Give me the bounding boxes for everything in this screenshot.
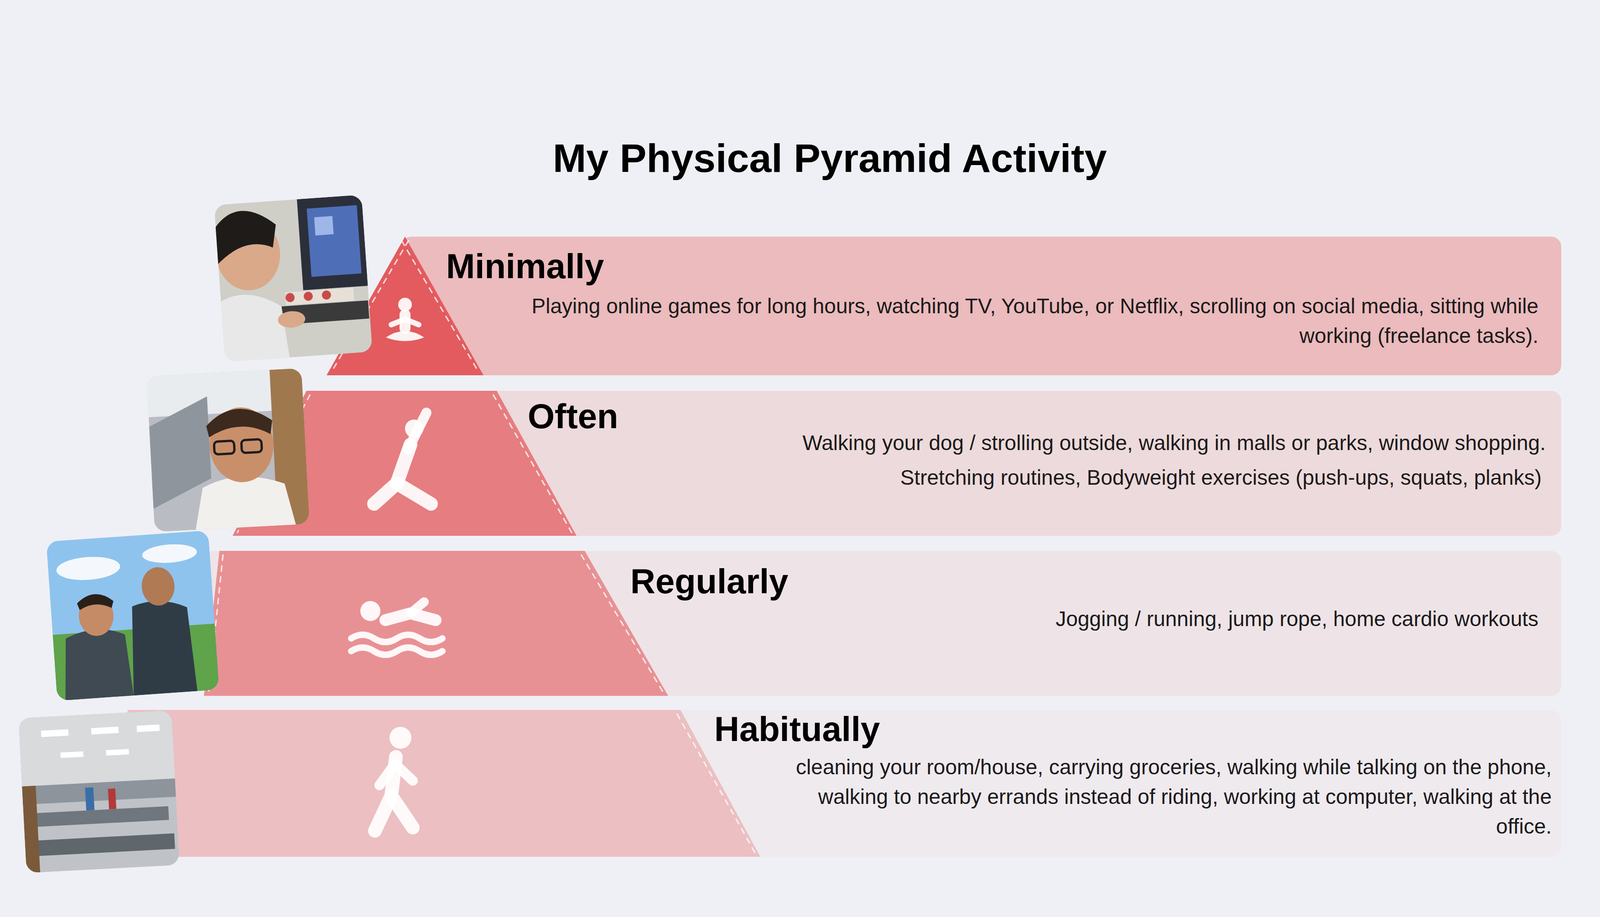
band-heading: Habitually bbox=[714, 708, 880, 750]
band-description: cleaning your room/house, carrying groce… bbox=[784, 752, 1552, 842]
band-shape bbox=[232, 390, 1562, 536]
band-description: Walking your dog / strolling outside, wa… bbox=[661, 428, 1546, 458]
diagram-title: My Physical Pyramid Activity bbox=[552, 134, 1107, 183]
band-description: Stretching routines, Bodyweight exercise… bbox=[661, 462, 1542, 493]
pyramid-band: RegularlyJogging / running, jump rope, h… bbox=[203, 550, 1562, 697]
band-description: Playing online games for long hours, wat… bbox=[501, 291, 1539, 351]
band-heading: Minimally bbox=[446, 245, 604, 287]
band-heading: Regularly bbox=[630, 560, 789, 603]
band-description: Jogging / running, jump rope, home cardi… bbox=[775, 604, 1539, 634]
band-heading: Often bbox=[527, 395, 619, 437]
pyramid-band: OftenWalking your dog / strolling outsid… bbox=[232, 390, 1562, 536]
pyramid-band: Habituallycleaning your room/house, carr… bbox=[122, 710, 1562, 858]
pyramid-band: MinimallyPlaying online games for long h… bbox=[326, 236, 1562, 376]
